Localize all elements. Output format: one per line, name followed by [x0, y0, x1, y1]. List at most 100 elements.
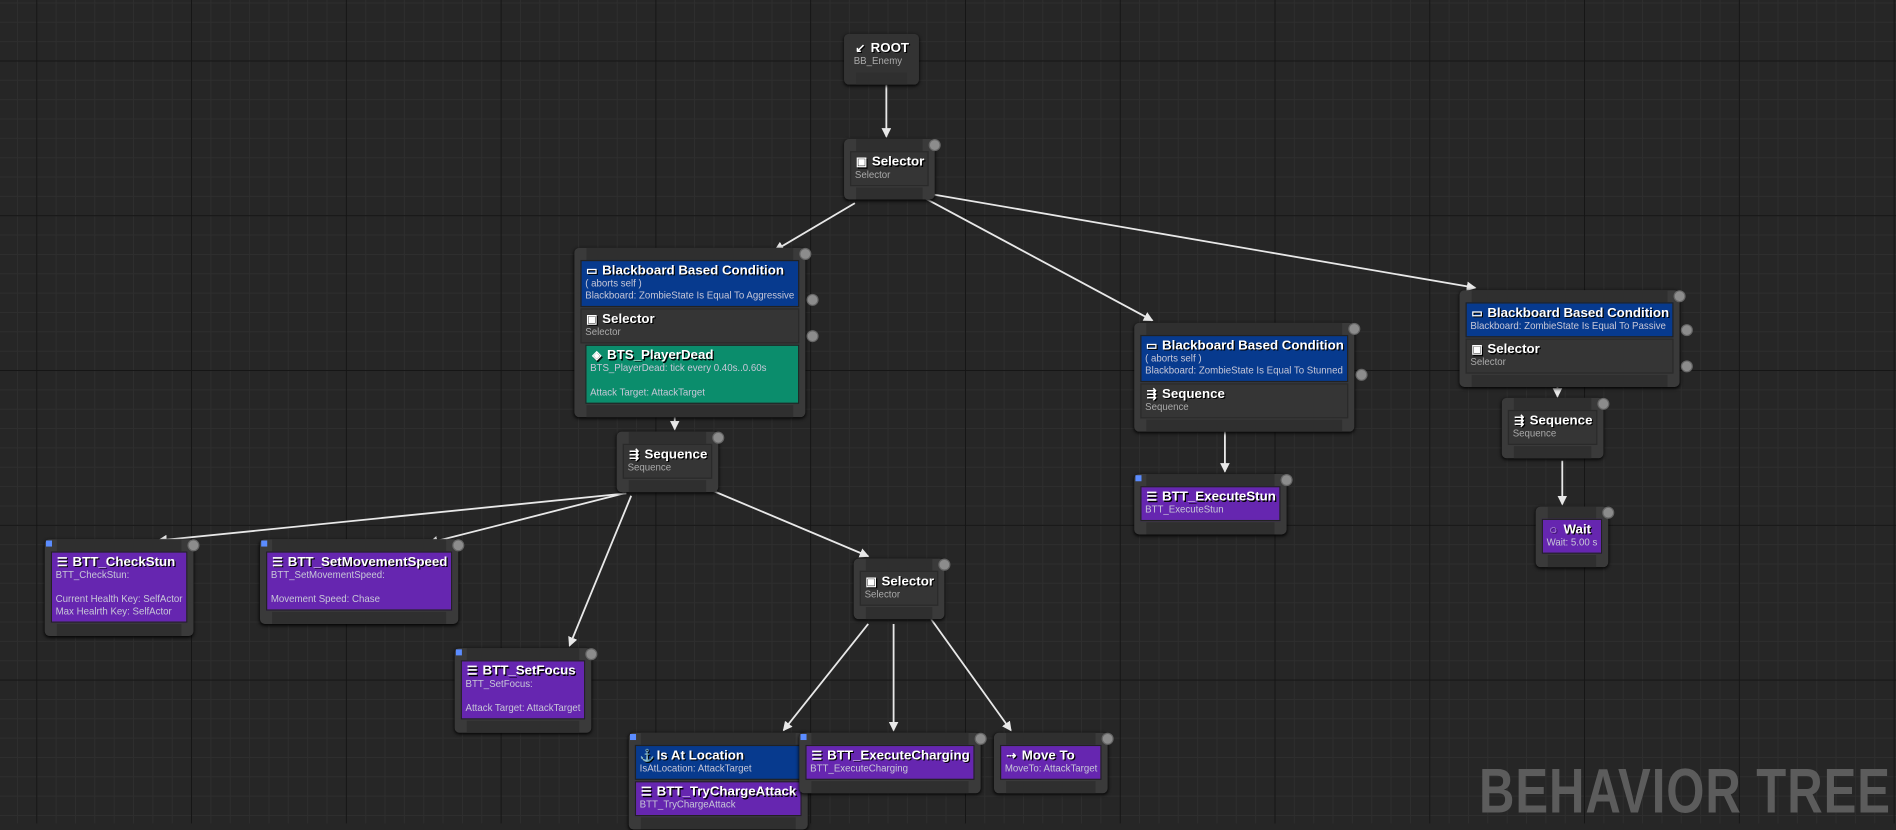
node-title: Blackboard Based Condition — [1487, 305, 1670, 321]
tree-edge — [428, 492, 625, 546]
node-title-row: ⇶Sequence — [628, 447, 707, 462]
location-icon: ⚓ — [639, 749, 655, 763]
node-detail-line: Selector — [854, 169, 891, 181]
node-detail-line: BTT_SetMovementSpeed: — [270, 569, 385, 581]
node-detail-line: BTT_ExecuteCharging — [810, 763, 909, 774]
node-title-row: ↙ROOT — [854, 41, 909, 56]
node-detail-line: Attack Target: AttackTarget — [465, 702, 581, 714]
tree-edge — [157, 492, 627, 545]
breakpoint-marker — [45, 540, 52, 547]
decorator-section[interactable]: ▭Blackboard Based Condition( aborts self… — [580, 259, 819, 308]
node-title: Blackboard Based Condition — [1162, 338, 1344, 354]
node-title-row: ⇶Sequence — [1513, 414, 1592, 429]
node-detail-line: IsAtLocation: AttackTarget — [639, 763, 752, 774]
execution-index-badge — [1597, 397, 1610, 410]
node-detail-line: BTT_CheckStun: — [55, 569, 130, 581]
sequence-icon: ⇶ — [629, 448, 640, 462]
node-detail-line: Blackboard: ZombieState Is Equal To Aggr… — [585, 290, 795, 302]
behavior-tree-watermark: BEHAVIOR TREE — [1479, 756, 1892, 828]
node-title: BTT_TryChargeAttack — [656, 784, 797, 800]
execution-index-badge — [585, 648, 598, 661]
node-detail-line: Wait: 5.00 s — [1546, 536, 1598, 548]
selector-icon: ▣ — [586, 312, 598, 326]
node-detail-line: Selector — [585, 326, 621, 338]
node-detail-line: Movement Speed: Chase — [270, 593, 381, 605]
breakpoint-marker — [261, 540, 268, 547]
decorator-section[interactable]: ▭Blackboard Based Condition( aborts self… — [1140, 334, 1369, 383]
node-detail-line: Selector — [864, 588, 901, 600]
node-aggressive-branch[interactable]: ▭Blackboard Based Condition( aborts self… — [574, 247, 819, 418]
node-title: Selector — [881, 574, 935, 589]
move-icon: ⇢ — [1006, 749, 1017, 763]
node-title: BTT_SetMovementSpeed — [287, 555, 448, 570]
root-icon: ↙ — [855, 41, 866, 56]
execution-index-badge — [938, 558, 951, 571]
execution-index-badge — [1602, 506, 1615, 519]
execution-index-badge — [187, 539, 200, 552]
blackboard-icon: ▭ — [1471, 306, 1483, 320]
tree-edge — [930, 618, 1012, 732]
execution-index-badge — [974, 732, 987, 745]
execution-index-badge — [806, 330, 819, 343]
execution-index-badge — [1681, 360, 1694, 373]
tree-edge — [774, 202, 856, 252]
node-detail-line: BTT_TryChargeAttack — [639, 799, 736, 811]
node-detail-line: MoveTo: AttackTarget — [1004, 763, 1098, 774]
node-stunned-branch[interactable]: ▭Blackboard Based Condition( aborts self… — [1134, 322, 1369, 432]
tree-edge — [568, 495, 633, 647]
execution-index-badge — [1280, 474, 1293, 487]
node-title: Blackboard Based Condition — [602, 263, 784, 279]
node-detail-line: BTT_ExecuteStun — [1145, 504, 1224, 516]
node-title: BTT_SetFocus — [482, 663, 576, 679]
node-title: Selector — [871, 154, 925, 170]
node-detail-line: Sequence — [1145, 401, 1189, 413]
selector-icon: ▣ — [1471, 342, 1483, 357]
execution-index-badge — [1348, 322, 1361, 335]
node-title-row: ◌Wait — [1547, 522, 1598, 537]
node-detail-line: Sequence — [627, 461, 672, 473]
task-icon: ☰ — [811, 749, 823, 763]
tree-edge — [707, 487, 870, 558]
breakpoint-marker — [455, 649, 462, 656]
node-title: Selector — [1487, 342, 1540, 357]
sequence-icon: ⇶ — [1514, 414, 1525, 428]
node-title-row: ☰BTT_ExecuteCharging — [810, 748, 969, 763]
node-title-row: ▭ Blackboard Based Condition — [1470, 306, 1669, 321]
node-detail-line: ( aborts self ) — [1145, 353, 1202, 364]
